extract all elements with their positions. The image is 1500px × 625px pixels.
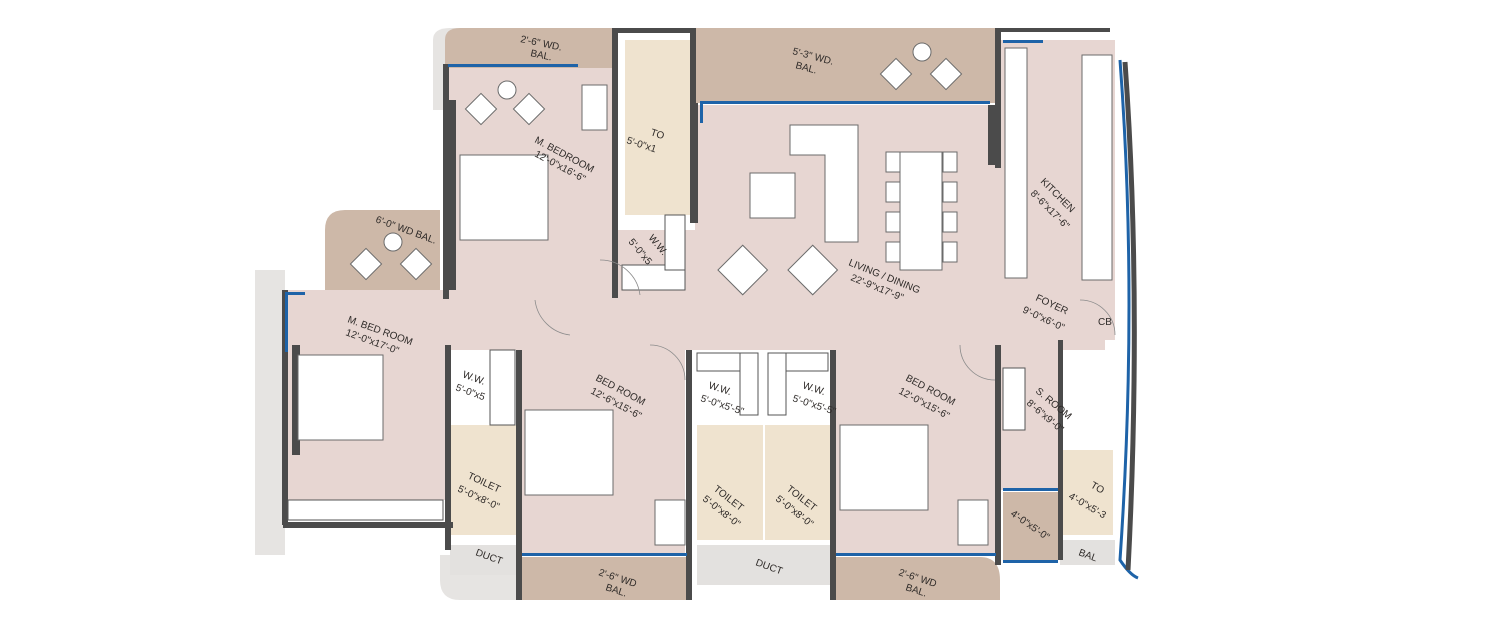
label-bal-top-left-2: BAL. (529, 48, 553, 63)
balcony-bottom-left (520, 557, 690, 600)
doors (534, 259, 1116, 381)
toilet-right (1063, 450, 1113, 535)
duct-mid (697, 545, 830, 585)
label-ww-mid-right: W.W. (801, 380, 827, 398)
wet-areas (450, 40, 1115, 585)
balcony-top-left (445, 28, 615, 68)
walls (282, 28, 1110, 600)
bed-master-top (459, 154, 549, 241)
label-toilet-top: TO (649, 127, 666, 142)
bed-mid (524, 409, 614, 496)
sofa (789, 124, 859, 243)
dining-table (899, 151, 943, 271)
balcony-top-center (695, 28, 1000, 103)
coffee-table (749, 172, 796, 219)
furniture (297, 42, 1113, 546)
toilet-mid-left (697, 425, 763, 540)
duct-left (450, 545, 518, 575)
wardrobes (287, 214, 1026, 521)
glazing (285, 40, 1139, 580)
bed-master-left (297, 354, 384, 441)
bed-right (839, 424, 929, 511)
store-room (1003, 492, 1058, 562)
armchair-left (717, 244, 769, 296)
label-bal-top-center-2: BAL. (794, 60, 818, 76)
toilet-mid-right (765, 425, 831, 540)
balconies (325, 28, 1058, 600)
toilet-left (450, 425, 518, 535)
kitchen-counter-left (1004, 47, 1028, 279)
armchair-right (787, 244, 839, 296)
kitchen-counter-right (1081, 54, 1113, 281)
balcony-bottom-right (835, 557, 1000, 600)
label-cb: CB (1098, 317, 1112, 328)
duct-right (1060, 540, 1115, 565)
toilet-top (625, 40, 690, 215)
label-ww-mid-left-size: 5'-0"x5'-5" (699, 393, 745, 417)
